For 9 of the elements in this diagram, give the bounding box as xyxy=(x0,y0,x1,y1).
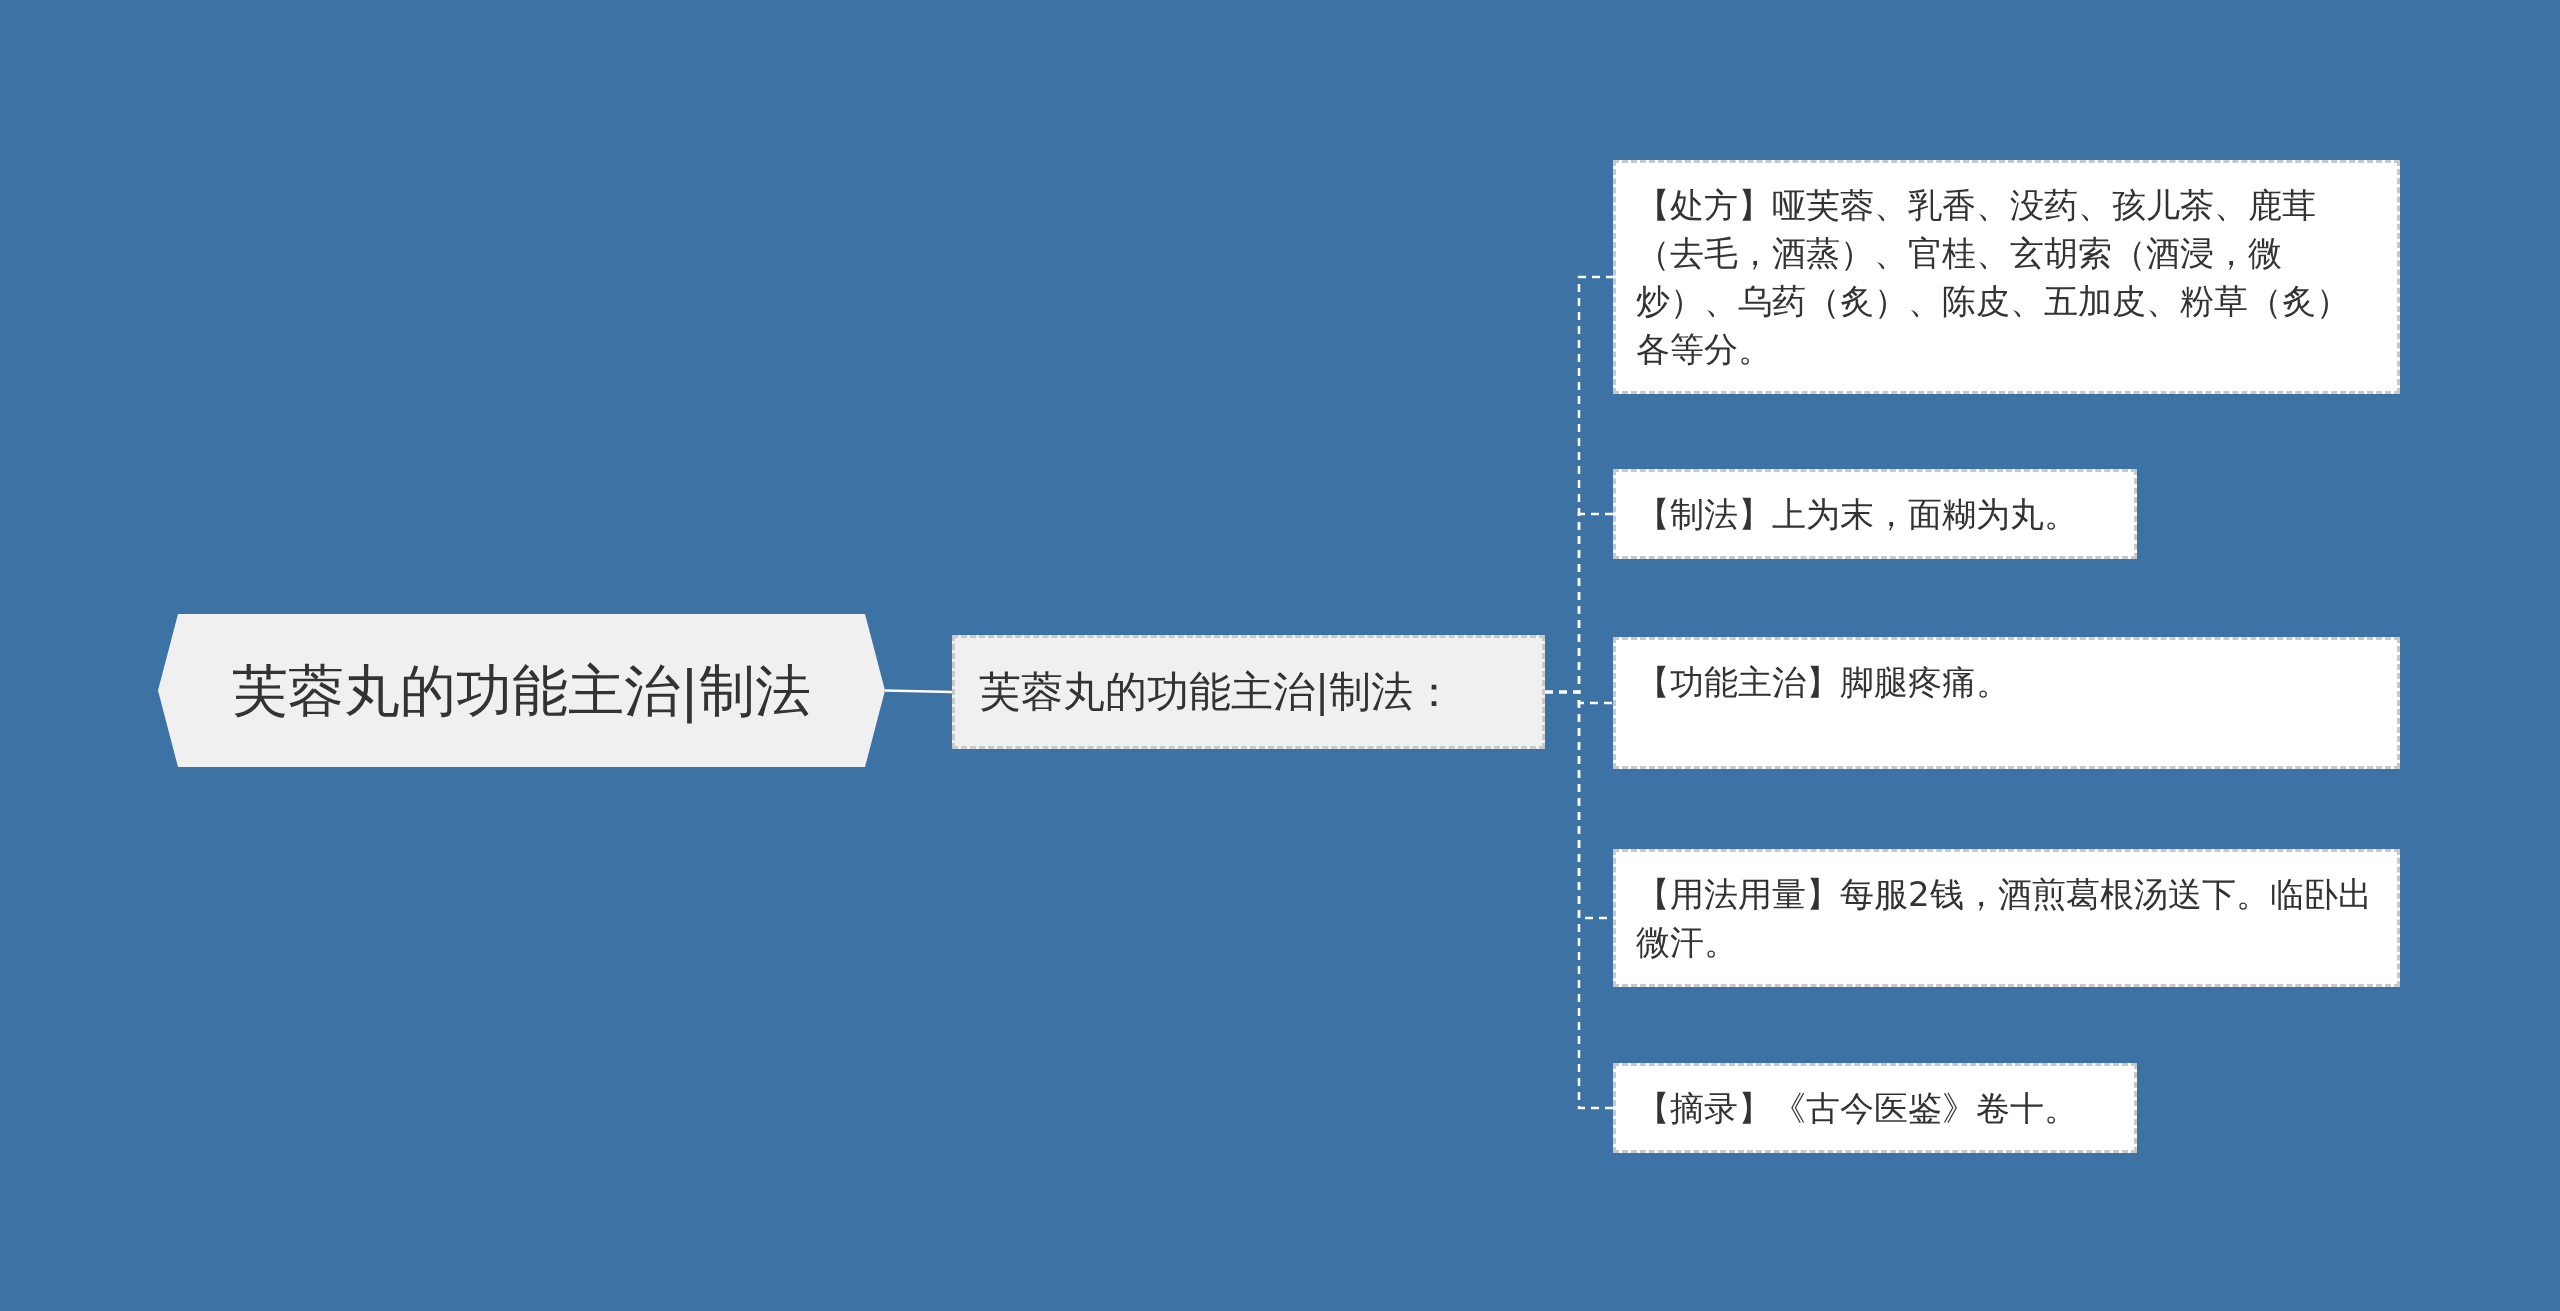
connector-line xyxy=(1545,690,1613,1110)
note-box: 【摘录】《古今医鉴》卷十。 xyxy=(1613,1063,2137,1153)
note-box: 【处方】哑芙蓉、乳香、没药、孩儿茶、鹿茸（去毛，酒蒸）、官桂、玄胡索（酒浸，微炒）、乌药（炙）、陈皮、五加皮、粉草（炙）各等分。 xyxy=(1613,160,2400,394)
topic-title: 芙蓉丸的功能主治|制法 xyxy=(232,658,811,723)
connector-line xyxy=(884,689,953,694)
subtopic-box: 芙蓉丸的功能主治|制法： xyxy=(952,635,1545,749)
note-box: 【功能主治】脚腿疼痛。 xyxy=(1613,637,2400,769)
note-box: 【制法】上为末，面糊为丸。 xyxy=(1613,469,2137,559)
note-box: 【用法用量】每服2钱，酒煎葛根汤送下。临卧出微汗。 xyxy=(1613,849,2400,987)
